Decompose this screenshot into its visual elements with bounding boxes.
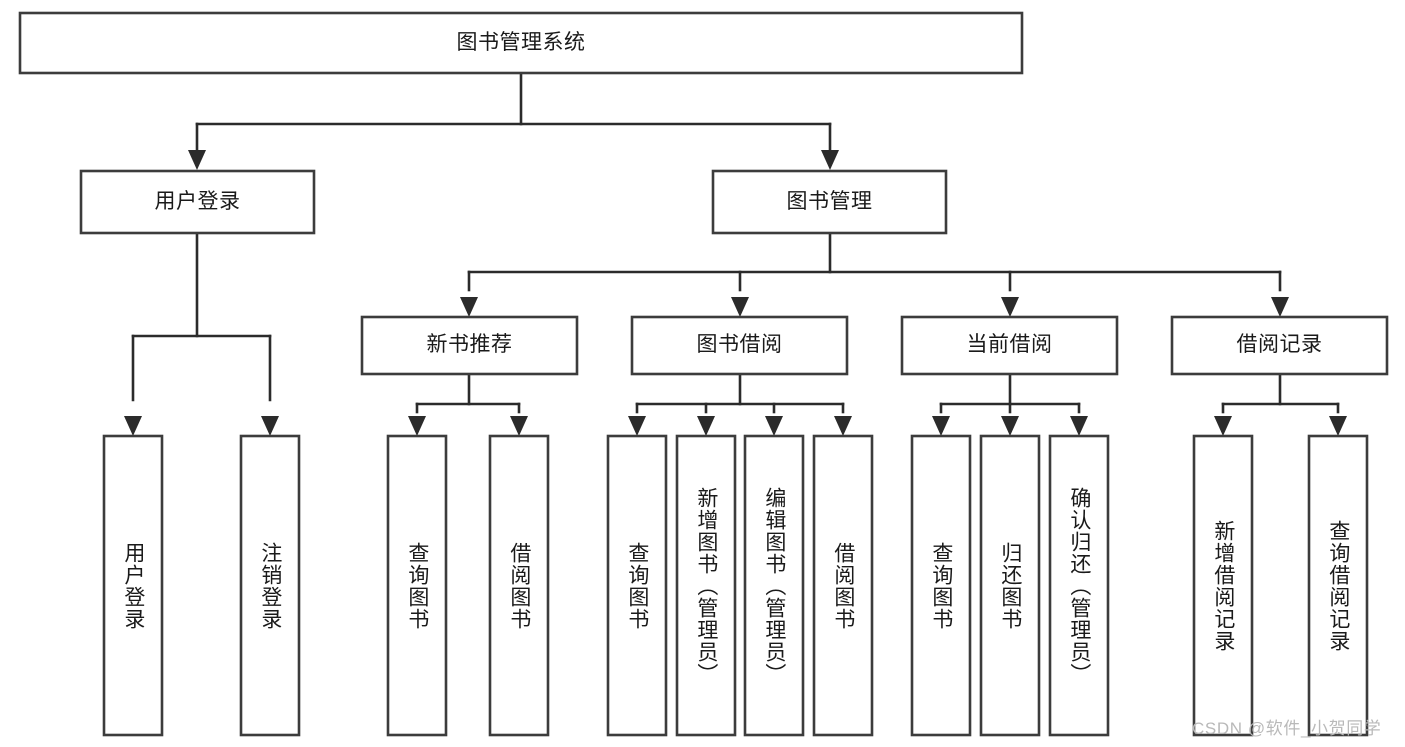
node-box-book-management[interactable]	[711, 169, 948, 235]
node-box-root[interactable]	[18, 11, 1024, 75]
node-box-leaf-query-record[interactable]	[1307, 434, 1369, 737]
node-box-leaf-return-book[interactable]	[979, 434, 1041, 737]
node-box-user-login[interactable]	[79, 169, 316, 235]
node-box-leaf-borrow-book-2[interactable]	[812, 434, 874, 737]
node-box-leaf-query-book-2[interactable]	[606, 434, 668, 737]
node-box-leaf-confirm-return[interactable]	[1048, 434, 1110, 737]
connector-root-to-level2	[188, 71, 839, 170]
connector-bookmgmt-to-level3	[460, 231, 1289, 317]
node-box-current-borrow[interactable]	[900, 315, 1119, 376]
connector-newbook-to-leaves	[408, 372, 528, 436]
node-box-leaf-add-record[interactable]	[1192, 434, 1254, 737]
connector-bookborrow-to-leaves	[628, 372, 852, 436]
node-box-leaf-user-login[interactable]	[102, 434, 164, 737]
node-box-leaf-query-book-1[interactable]	[386, 434, 448, 737]
connector-borrowrecord-to-leaves	[1214, 372, 1347, 436]
connector-currentborrow-to-leaves	[932, 372, 1088, 436]
node-box-new-book-recommend[interactable]	[360, 315, 579, 376]
node-box-leaf-add-book[interactable]	[675, 434, 737, 737]
node-box-leaf-borrow-book-1[interactable]	[488, 434, 550, 737]
connector-userlogin-to-leaves	[124, 231, 279, 436]
node-box-book-borrow[interactable]	[630, 315, 849, 376]
node-box-leaf-edit-book[interactable]	[743, 434, 805, 737]
node-box-leaf-user-logout[interactable]	[239, 434, 301, 737]
node-box-leaf-query-book-3[interactable]	[910, 434, 972, 737]
node-box-borrow-record[interactable]	[1170, 315, 1389, 376]
